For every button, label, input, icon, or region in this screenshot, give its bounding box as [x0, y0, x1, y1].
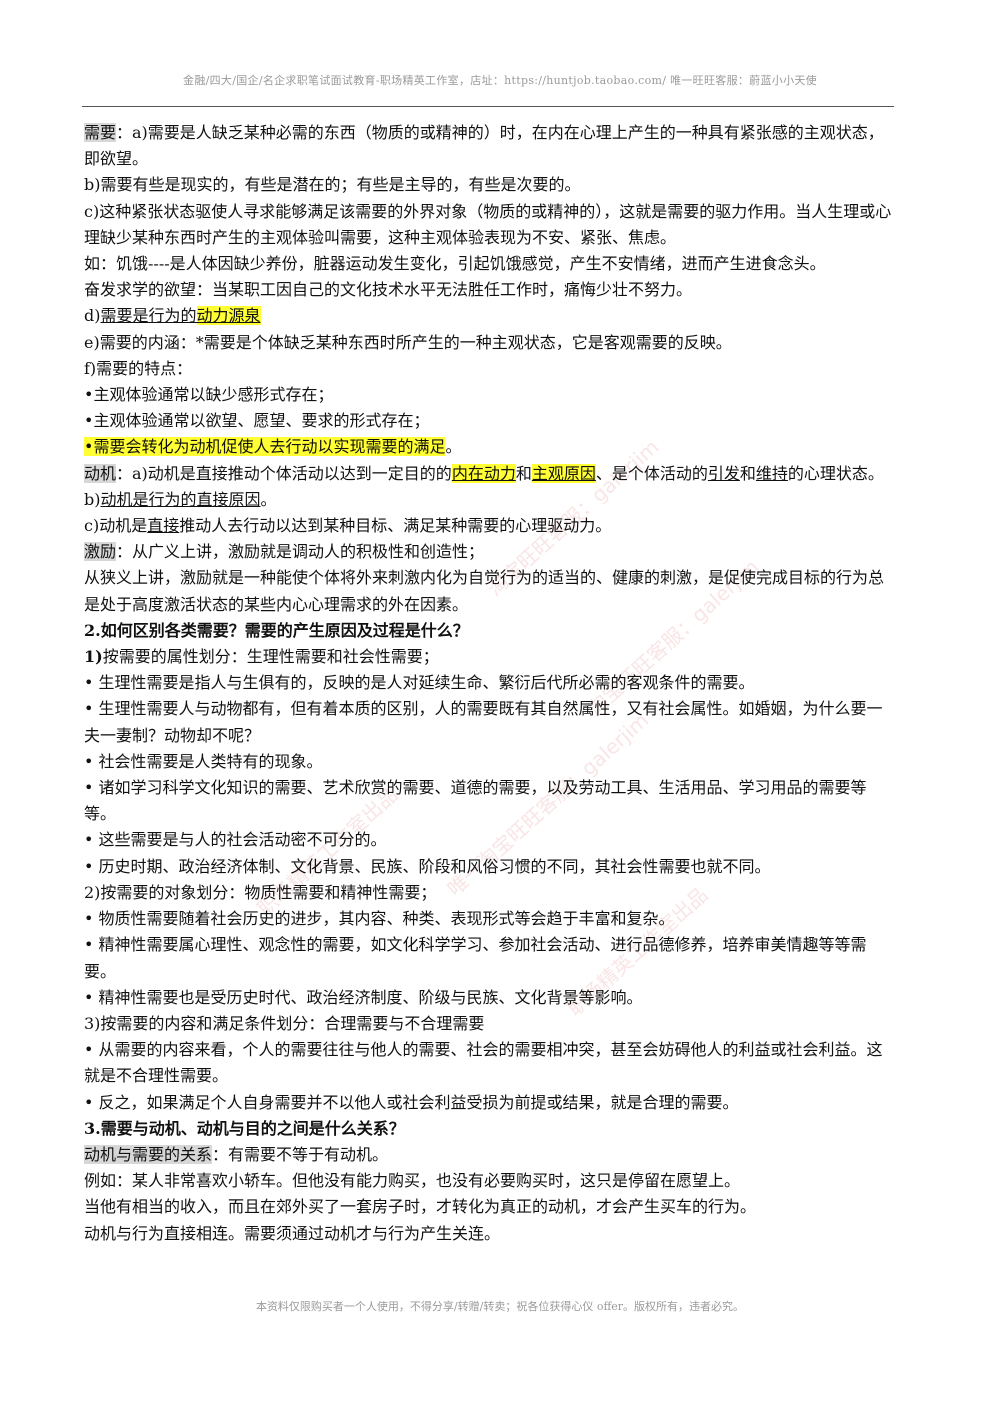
paragraph: 例如：某人非常喜欢小轿车。但他没有能力购买，也没有必要购买时，这只是停留在愿望上…: [84, 1171, 741, 1191]
paragraph: 动机与行为直接相连。需要须通过动机才与行为产生关连。: [84, 1223, 501, 1243]
bullet-item: • 社会性需要是人类特有的现象。: [84, 751, 323, 771]
bullet-item: •主观体验通常以欲望、愿望、要求的形式存在；: [84, 411, 430, 431]
term-label: 激励: [84, 542, 117, 562]
bullet-item: • 精神性需要也是受历史时代、政治经济制度、阶级与民族、文化背景等影响。: [84, 987, 643, 1007]
term-label: 动机与需要的关系: [84, 1144, 213, 1164]
paragraph: f)需要的特点：: [84, 358, 193, 378]
paragraph: 当他有相当的收入，而且在郊外买了一套房子时，才转化为真正的动机，才会产生买车的行…: [84, 1197, 757, 1217]
bullet-item: • 物质性需要随着社会历史的进步，其内容、种类、表现形式等会趋于丰富和复杂。: [84, 909, 675, 929]
paragraph: 奋发求学的欲望：当某职工因自己的文化技术水平无法胜任工作时，痛悔少壮不努力。: [84, 280, 693, 300]
paragraph: 动机：a)动机是直接推动个体活动以达到一定目的的内在动力和主观原因、是个体活动的…: [84, 463, 884, 483]
bullet-item: • 精神性需要属心理性、观念性的需要，如文化科学学习、参加社会活动、进行品德修养…: [84, 935, 867, 981]
bullet-item: • 生理性需要人与动物都有，但有着本质的区别，人的需要既有其自然属性，又有社会属…: [84, 699, 883, 745]
bullet-item: • 从需要的内容来看，个人的需要往往与他人的需要、社会的需要相冲突，甚至会妨碍他…: [84, 1040, 883, 1086]
paragraph: 激励：从广义上讲，激励就是调动人的积极性和创造性；: [84, 542, 485, 562]
bullet-item: • 诸如学习科学文化知识的需要、艺术欣赏的需要、道德的需要，以及劳动工具、生活用…: [84, 778, 867, 824]
paragraph: 2)按需要的对象划分：物质性需要和精神性需要；: [84, 882, 437, 902]
bullet-item: •需要会转化为动机促使人去行动以实现需要的满足。: [84, 437, 462, 457]
highlight: 需要会转化为动机促使人去行动以实现需要的满足: [93, 437, 446, 457]
highlight: 主观原因: [531, 463, 596, 483]
paragraph: 从狭义上讲，激励就是一种能使个体将外来刺激内化为自觉行为的适当的、健康的刺激，是…: [84, 568, 885, 614]
paragraph: c)这种紧张状态驱使人寻求能够满足该需要的外界对象（物质的或精神的），这就是需要…: [84, 201, 892, 247]
paragraph: c)动机是直接推动人去行动以达到某种目标、满足某种需要的心理驱动力。: [84, 516, 612, 536]
term-label: 动机: [84, 463, 117, 483]
paragraph: 动机与需要的关系：有需要不等于有动机。: [84, 1144, 389, 1164]
term-label: 需要: [84, 123, 117, 142]
bullet-item: • 历史时期、政治经济体制、文化背景、民族、阶段和风俗习惯的不同，其社会性需要也…: [84, 856, 771, 876]
paragraph: d)需要是行为的动力源泉: [84, 306, 261, 326]
paragraph: b)动机是行为的直接原因。: [84, 489, 277, 509]
highlight: 动力源泉: [196, 306, 261, 326]
document-body: 需要：a)需要是人缺乏某种必需的东西（物质的或精神的）时，在内在心理上产生的一种…: [84, 120, 898, 1247]
page-header: 金融/四大/国企/名企求职笔试面试教育-职场精英工作室，店址：https://h…: [183, 74, 817, 87]
paragraph: 需要：a)需要是人缺乏某种必需的东西（物质的或精神的）时，在内在心理上产生的一种…: [84, 123, 884, 169]
paragraph: b)需要有些是现实的，有些是潜在的；有些是主导的，有些是次要的。: [84, 175, 581, 195]
header-rule: [82, 106, 894, 107]
paragraph: 3)按需要的内容和满足条件划分：合理需要与不合理需要: [84, 1013, 485, 1033]
bullet-item: • 生理性需要是指人与生俱有的，反映的是人对延续生命、繁衍后代所必需的客观条件的…: [84, 673, 755, 693]
paragraph: 1)按需要的属性划分：生理性需要和社会性需要；: [84, 647, 439, 667]
section-heading: 2.如何区别各类需要？需要的产生原因及过程是什么？: [84, 620, 469, 640]
bullet-item: •主观体验通常以缺少感形式存在；: [84, 385, 334, 405]
paragraph: 如：饥饿----是人体因缺少养份，脏器运动发生变化，引起饥饿感觉，产生不安情绪，…: [84, 254, 826, 274]
section-heading: 3.需要与动机、动机与目的之间是什么关系？: [84, 1118, 405, 1138]
bullet-item: • 这些需要是与人的社会活动密不可分的。: [84, 830, 387, 850]
highlight: 内在动力: [451, 463, 516, 483]
page-footer: 本资料仅限购买者一个人使用，不得分享/转赠/转卖；祝各位获得心仪 offer。版…: [255, 1300, 745, 1313]
paragraph: e)需要的内涵：*需要是个体缺乏某种东西时所产生的一种主观状态，它是客观需要的反…: [84, 332, 732, 352]
bullet-item: • 反之，如果满足个人自身需要并不以他人或社会利益受损为前提或结果，就是合理的需…: [84, 1092, 739, 1112]
